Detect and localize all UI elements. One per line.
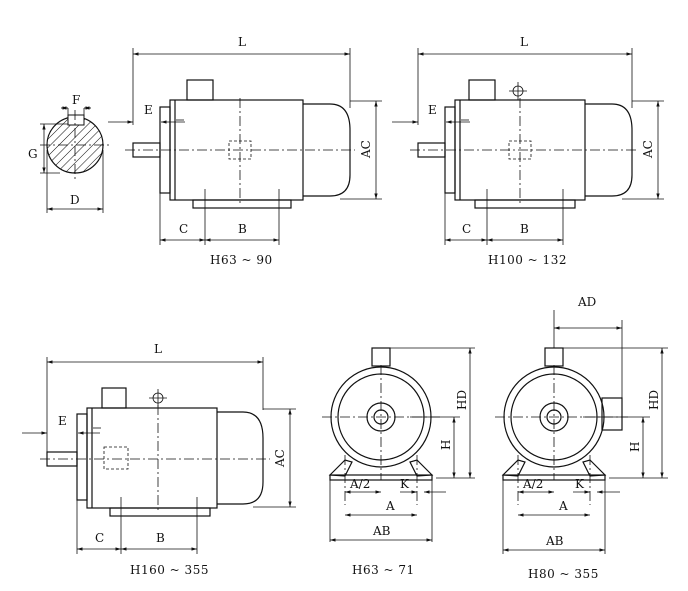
label-B: B — [238, 222, 247, 236]
label-B: B — [156, 531, 165, 545]
caption-h80-355: H80 ~ 355 — [528, 567, 599, 581]
side-view-h100-132: L E AC C B H100 ~ 132 — [392, 35, 664, 267]
label-A: A — [385, 499, 395, 513]
label-AB: AB — [372, 524, 391, 538]
caption-h63-90: H63 ~ 90 — [210, 253, 273, 267]
label-L: L — [238, 35, 246, 49]
label-C: C — [179, 222, 188, 236]
label-K: K — [400, 477, 410, 491]
label-E: E — [58, 414, 67, 428]
label-A-half: A/2 — [349, 477, 370, 491]
label-A: A — [558, 499, 568, 513]
label-G: G — [28, 147, 38, 161]
label-C: C — [462, 222, 471, 236]
label-AC: AC — [641, 140, 655, 159]
label-F: F — [72, 93, 80, 107]
label-E: E — [144, 103, 153, 117]
shaft-section-view: F G D — [28, 93, 110, 213]
label-A-half: A/2 — [522, 477, 543, 491]
front-view-h63-71: HD H A/2 K A AB H63 ~ 71 — [322, 347, 475, 577]
label-L: L — [520, 35, 528, 49]
side-view-h160-355: L E AC C B H160 ~ 355 — [22, 342, 296, 577]
label-HD: HD — [455, 390, 469, 410]
side-view-h63-90: L E AC C B H63 — [108, 35, 382, 267]
label-E: E — [428, 103, 437, 117]
label-AB: AB — [545, 534, 564, 548]
label-AC: AC — [273, 449, 287, 468]
label-C: C — [95, 531, 104, 545]
label-K: K — [575, 477, 585, 491]
label-AD: AD — [577, 295, 596, 309]
caption-h160-355: H160 ~ 355 — [130, 563, 209, 577]
caption-h100-132: H100 ~ 132 — [488, 253, 567, 267]
label-AC: AC — [359, 140, 373, 159]
label-B: B — [520, 222, 529, 236]
caption-h63-71: H63 ~ 71 — [352, 563, 415, 577]
front-view-h80-355: AD HD H A/2 K A AB H80 ~ 355 — [495, 295, 668, 581]
label-H: H — [439, 440, 453, 450]
label-HD: HD — [647, 390, 661, 410]
label-D: D — [70, 193, 80, 207]
label-H: H — [628, 442, 642, 452]
label-L: L — [154, 342, 162, 356]
